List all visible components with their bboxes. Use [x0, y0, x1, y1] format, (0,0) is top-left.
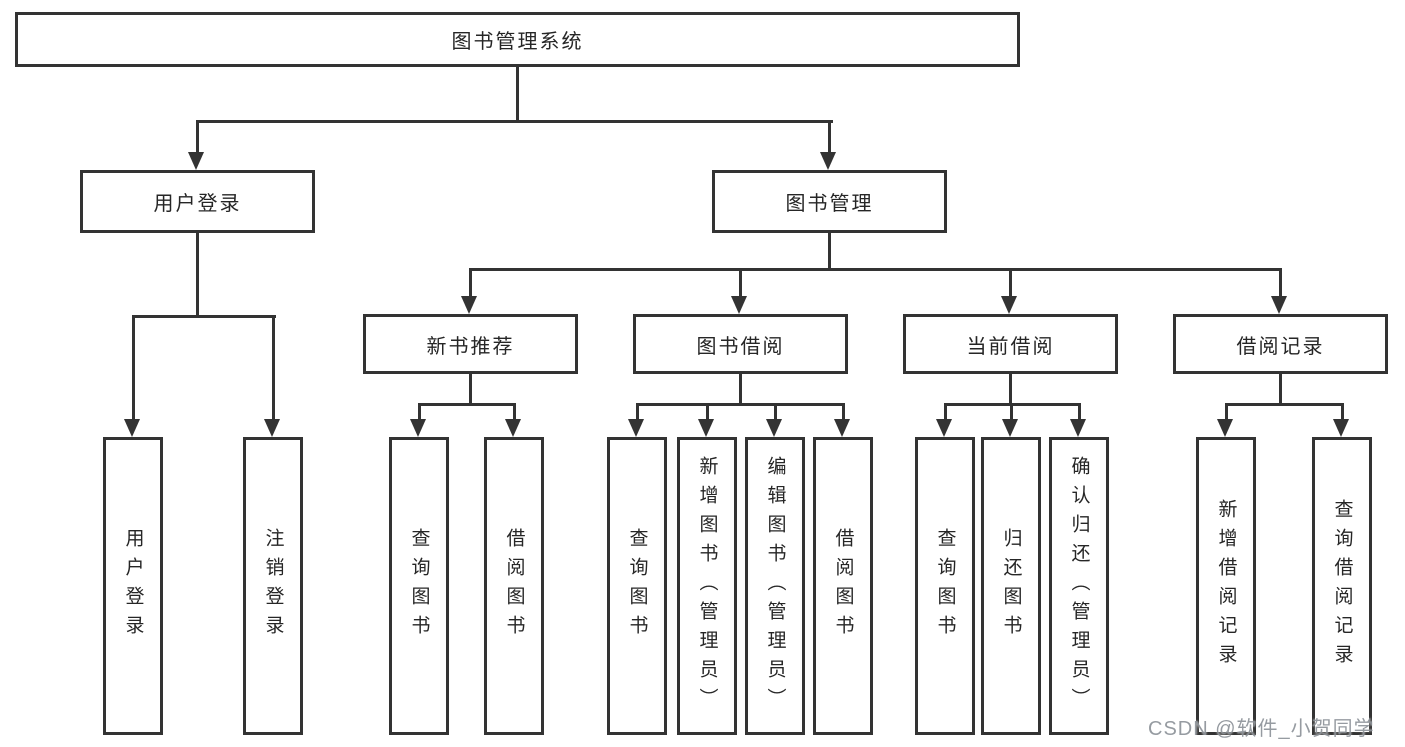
csdn-watermark: CSDN @软件_小贺同学 [1148, 718, 1375, 740]
node-borrow-records-label: 借阅记录 [1236, 335, 1325, 358]
arrowhead-leaf-4 [698, 419, 714, 437]
node-new-book-rec-label: 新书推荐 [426, 335, 515, 358]
arrowhead-leaf-logout [264, 419, 280, 437]
leaf-user-login: 用户登录 [103, 437, 163, 735]
node-book-borrow: 图书借阅 [633, 314, 848, 374]
connector-book-borrow-splitter [636, 403, 845, 406]
leaf-current-query-books-label: 查询图书 [934, 528, 956, 644]
connector-book-mgmt-drop [828, 233, 831, 271]
leaf-confirm-return-admin: 确认归还（管理员） [1049, 437, 1109, 735]
leaf-add-borrow-record-label: 新增借阅记录 [1215, 499, 1237, 673]
node-current-borrow: 当前借阅 [903, 314, 1118, 374]
connector-stub-book-mgmt [828, 120, 831, 152]
arrowhead-leaf-9 [1070, 419, 1086, 437]
connector-stub-leaf-11 [1341, 403, 1344, 419]
connector-current-drop [1009, 374, 1012, 406]
node-book-mgmt-label: 图书管理 [785, 193, 874, 215]
node-user-login-label: 用户登录 [153, 193, 242, 215]
arrowhead-leaf-8 [1002, 419, 1018, 437]
arrowhead-leaf-10 [1217, 419, 1233, 437]
leaf-borrow-books: 借阅图书 [813, 437, 873, 735]
arrowhead-leaf-5 [766, 419, 782, 437]
leaf-user-login-label: 用户登录 [122, 528, 144, 644]
node-book-mgmt: 图书管理 [712, 170, 947, 233]
connector-records-drop [1279, 374, 1282, 406]
connector-new-book-splitter [418, 403, 516, 406]
leaf-logout: 注销登录 [243, 437, 303, 735]
arrowhead-records [1271, 296, 1287, 314]
connector-stub-user-login [196, 120, 199, 152]
arrowhead-leaf-11 [1333, 419, 1349, 437]
connector-level1-splitter [196, 120, 833, 123]
connector-stub-leaf-7 [944, 403, 947, 419]
arrowhead-current [1001, 296, 1017, 314]
node-current-borrow-label: 当前借阅 [966, 335, 1055, 358]
connector-stub-leaf-3 [636, 403, 639, 419]
connector-stub-leaf-login [132, 315, 135, 419]
arrowhead-book-mgmt [820, 152, 836, 170]
arrowhead-new-book [461, 296, 477, 314]
node-borrow-records: 借阅记录 [1173, 314, 1388, 374]
connector-stub-leaf-8 [1010, 403, 1013, 419]
leaf-current-query-books: 查询图书 [915, 437, 975, 735]
connector-stub-borrow [739, 268, 742, 296]
node-root: 图书管理系统 [15, 12, 1020, 67]
arrowhead-leaf-1 [410, 419, 426, 437]
leaf-add-books-admin-label: 新增图书（管理员） [696, 455, 718, 717]
leaf-add-books-admin: 新增图书（管理员） [677, 437, 737, 735]
connector-stub-leaf-6 [842, 403, 845, 419]
connector-root-drop [516, 67, 519, 120]
leaf-return-books-label: 归还图书 [1000, 528, 1022, 644]
connector-stub-leaf-2 [513, 403, 516, 419]
arrowhead-user-login [188, 152, 204, 170]
arrowhead-leaf-2 [505, 419, 521, 437]
arrowhead-leaf-3 [628, 419, 644, 437]
connector-stub-new-book [469, 268, 472, 296]
leaf-query-borrow-record: 查询借阅记录 [1312, 437, 1372, 735]
connector-book-borrow-drop [739, 374, 742, 406]
leaf-edit-books-admin: 编辑图书（管理员） [745, 437, 805, 735]
connector-user-login-splitter [132, 315, 276, 318]
connector-stub-leaf-1 [418, 403, 421, 419]
connector-new-book-drop [469, 374, 472, 406]
leaf-return-books: 归还图书 [981, 437, 1041, 735]
leaf-logout-label: 注销登录 [262, 528, 284, 644]
leaf-borrow-query-books: 查询图书 [607, 437, 667, 735]
arrowhead-leaf-6 [834, 419, 850, 437]
connector-records-splitter [1225, 403, 1344, 406]
connector-stub-records [1279, 268, 1282, 296]
leaf-confirm-return-admin-label: 确认归还（管理员） [1068, 455, 1090, 717]
connector-stub-leaf-9 [1078, 403, 1081, 419]
leaf-rec-borrow-books-label: 借阅图书 [503, 528, 525, 644]
leaf-rec-borrow-books: 借阅图书 [484, 437, 544, 735]
connector-stub-leaf-logout [272, 315, 275, 419]
arrowhead-leaf-login [124, 419, 140, 437]
leaf-borrow-query-books-label: 查询图书 [626, 528, 648, 644]
connector-stub-leaf-4 [706, 403, 709, 419]
connector-stub-current [1009, 268, 1012, 296]
arrowhead-leaf-7 [936, 419, 952, 437]
node-user-login: 用户登录 [80, 170, 315, 233]
leaf-rec-query-books: 查询图书 [389, 437, 449, 735]
connector-stub-leaf-10 [1225, 403, 1228, 419]
node-new-book-rec: 新书推荐 [363, 314, 578, 374]
connector-level3-splitter [469, 268, 1282, 271]
leaf-query-borrow-record-label: 查询借阅记录 [1331, 499, 1353, 673]
leaf-edit-books-admin-label: 编辑图书（管理员） [764, 455, 786, 717]
leaf-rec-query-books-label: 查询图书 [408, 528, 430, 644]
leaf-borrow-books-label: 借阅图书 [832, 528, 854, 644]
node-root-label: 图书管理系统 [451, 31, 584, 53]
connector-user-login-drop [196, 233, 199, 318]
arrowhead-borrow [731, 296, 747, 314]
node-book-borrow-label: 图书借阅 [696, 335, 785, 358]
leaf-add-borrow-record: 新增借阅记录 [1196, 437, 1256, 735]
connector-stub-leaf-5 [774, 403, 777, 419]
